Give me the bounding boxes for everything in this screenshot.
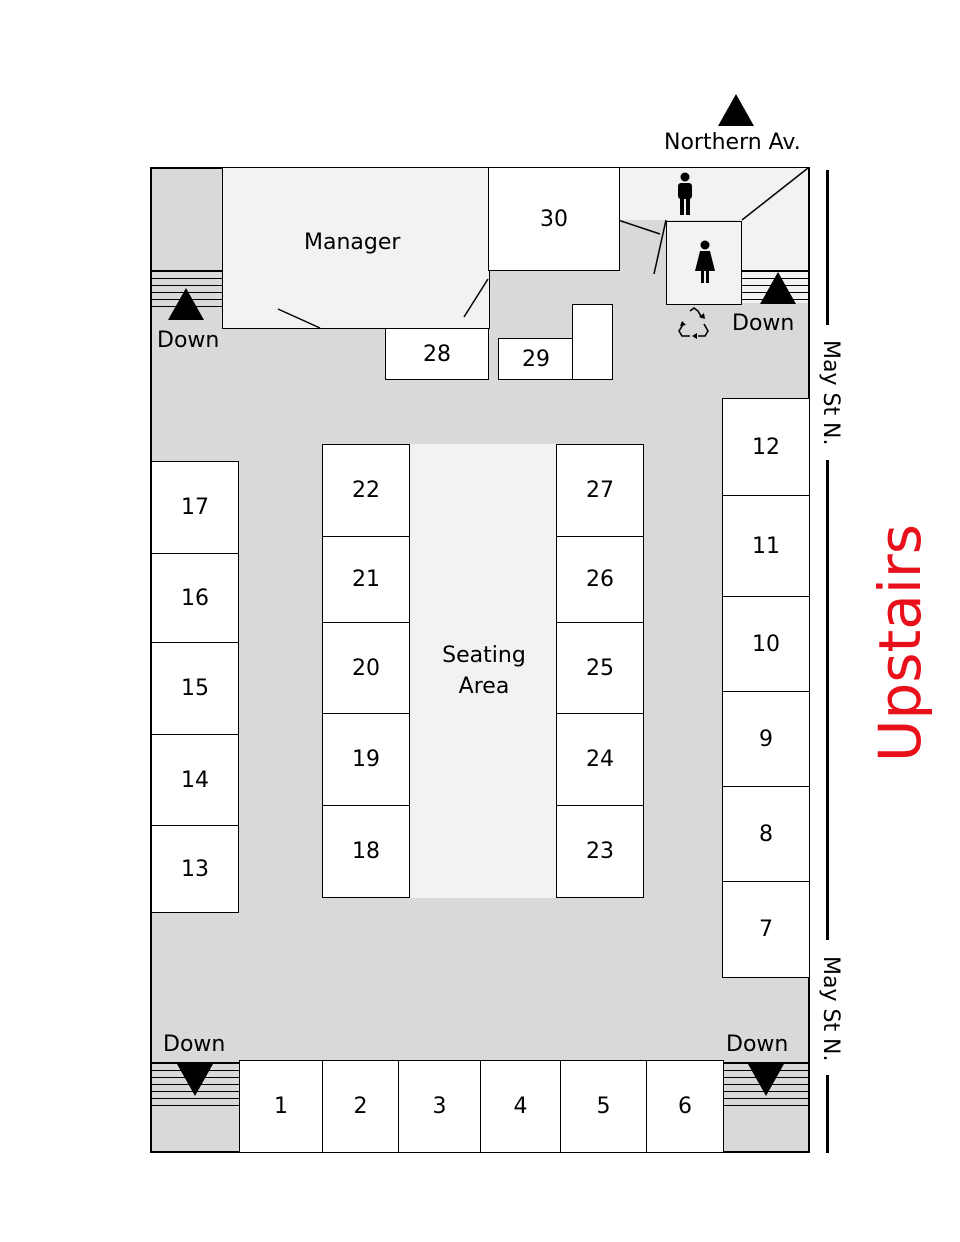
stall-30[interactable]: 30: [488, 167, 620, 271]
stall-14[interactable]: 14: [151, 734, 239, 826]
recycle-icon: [678, 307, 709, 339]
restroom-area: [617, 168, 809, 303]
stall-1[interactable]: 1: [239, 1060, 323, 1153]
stall-19[interactable]: 19: [322, 713, 410, 806]
stall-6[interactable]: 6: [646, 1060, 724, 1153]
stall-20[interactable]: 20: [322, 622, 410, 714]
seating-area-label-line1: Seating: [442, 643, 526, 668]
stall-4[interactable]: 4: [480, 1060, 561, 1153]
stall-16[interactable]: 16: [151, 553, 239, 643]
stall-24[interactable]: 24: [556, 713, 644, 806]
stall-26[interactable]: 26: [556, 536, 644, 623]
stall-9[interactable]: 9: [722, 691, 810, 787]
stairs-label: Down: [732, 311, 795, 336]
north-arrow-icon: [718, 94, 754, 126]
stall-5[interactable]: 5: [560, 1060, 647, 1153]
stall-8[interactable]: 8: [722, 786, 810, 882]
stall-29[interactable]: 29: [498, 338, 574, 380]
seating-area-label-line2: Area: [458, 674, 510, 699]
woman-icon: [695, 240, 715, 283]
counter-29: [572, 304, 613, 380]
stairs-label: Down: [726, 1032, 789, 1057]
north-street-label: Northern Av.: [664, 130, 801, 155]
stall-21[interactable]: 21: [322, 536, 410, 623]
man-icon: [678, 172, 692, 215]
stall-23[interactable]: 23: [556, 805, 644, 898]
stall-12[interactable]: 12: [722, 398, 810, 496]
stairs-label: Down: [163, 1032, 226, 1057]
stairs-down-arrow-icon: [177, 1064, 213, 1096]
stall-27[interactable]: 27: [556, 444, 644, 537]
stairs-up-arrow-icon: [168, 288, 204, 320]
stall-28[interactable]: 28: [385, 328, 489, 380]
stall-7[interactable]: 7: [722, 881, 810, 978]
stall-11[interactable]: 11: [722, 495, 810, 597]
stairs-up-arrow-icon: [760, 272, 796, 304]
floor-title: Upstairs: [866, 524, 934, 762]
stairs-down-arrow-icon: [748, 1064, 784, 1096]
street-label-may-st-n: May St N.: [818, 956, 843, 1062]
street-line: [826, 170, 829, 325]
manager-label: Manager: [304, 230, 401, 255]
manager-door-lines: [277, 278, 489, 329]
stall-18[interactable]: 18: [322, 805, 410, 898]
seating-area: Seating Area: [410, 444, 558, 898]
manager-room: [222, 167, 490, 329]
street-line: [826, 460, 829, 940]
stall-10[interactable]: 10: [722, 596, 810, 692]
stairs-label: Down: [157, 328, 220, 353]
stall-17[interactable]: 17: [151, 461, 239, 554]
stall-15[interactable]: 15: [151, 642, 239, 735]
street-line: [826, 1075, 829, 1153]
stall-2[interactable]: 2: [322, 1060, 399, 1153]
street-label-may-st-n: May St N.: [818, 340, 843, 446]
stall-22[interactable]: 22: [322, 444, 410, 537]
stall-3[interactable]: 3: [398, 1060, 481, 1153]
stall-25[interactable]: 25: [556, 622, 644, 714]
stall-13[interactable]: 13: [151, 825, 239, 913]
